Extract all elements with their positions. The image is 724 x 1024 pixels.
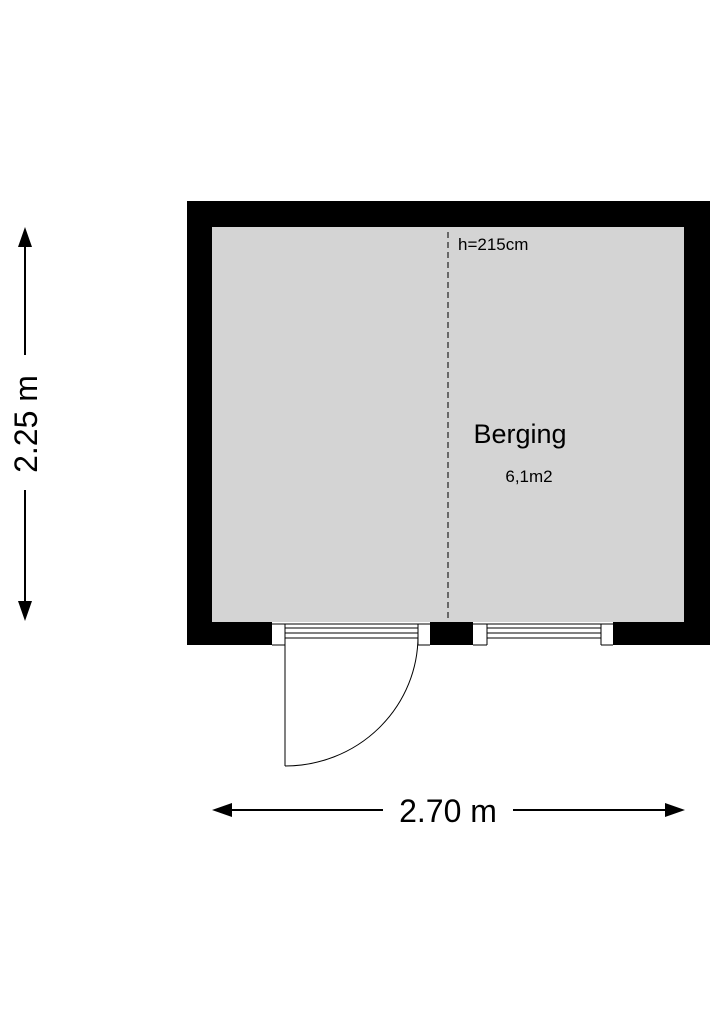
room-area: 6,1m2 [505,467,552,486]
wall-pillar [430,622,473,645]
arrow-down-icon [18,601,32,621]
wall-top [187,201,710,227]
walls [187,201,710,645]
width-dimension: 2.70 m [212,793,685,829]
room-name: Berging [473,419,566,449]
wall-bottom-left [187,622,272,645]
depth-dimension: 2.25 m [8,227,44,621]
arrow-up-icon [18,227,32,247]
ceiling-height-label: h=215cm [458,235,528,254]
wall-left [187,201,212,645]
arrow-left-icon [212,803,232,817]
window [473,622,613,646]
width-label: 2.70 m [399,793,497,829]
door-swing [284,635,419,767]
wall-bottom-right [613,622,710,645]
arrow-right-icon [665,803,685,817]
depth-label: 2.25 m [8,375,44,473]
wall-right [684,201,710,645]
door-frame [272,622,430,646]
door-arc [284,635,419,767]
